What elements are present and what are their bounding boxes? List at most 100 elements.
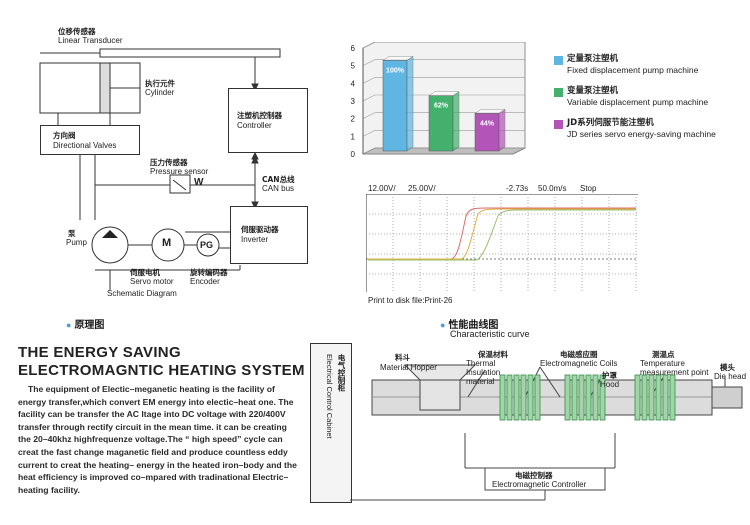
coils-en: Electromagnetic Coils bbox=[540, 359, 618, 368]
heating-coil bbox=[592, 374, 599, 421]
chart-gridline bbox=[362, 130, 376, 137]
section-curve: ●性能曲线图 bbox=[440, 316, 498, 331]
legend-fixed-en: Fixed displacement pump machine bbox=[567, 65, 699, 75]
heating-coil bbox=[599, 374, 606, 421]
directional-valves-box: 方向阀 Directional Valves bbox=[40, 125, 140, 155]
heating-diagram bbox=[350, 364, 743, 501]
linear-transducer-cn: 位移传感器 bbox=[58, 27, 96, 36]
chart-gridline bbox=[362, 77, 376, 84]
schematic-lines bbox=[39, 48, 281, 290]
legend-swatch-variable bbox=[554, 88, 563, 97]
chart-bar-top bbox=[428, 91, 460, 96]
valves-en: Directional Valves bbox=[53, 141, 117, 150]
scope-plot bbox=[366, 194, 638, 292]
servo-cn: 伺服电机 bbox=[130, 268, 160, 277]
legend-variable-en: Variable displacement pump machine bbox=[567, 97, 709, 107]
heating-coil bbox=[634, 374, 641, 421]
legend-swatch-jd bbox=[554, 120, 563, 129]
chart-ytick-label: 6 bbox=[351, 44, 356, 53]
insulation-cn: 保温材料 bbox=[478, 350, 508, 359]
controller-box: 注塑机控制器 Controller bbox=[228, 88, 308, 153]
chart-data-label: 44% bbox=[480, 120, 495, 127]
linear-transducer-en: Linear Transducer bbox=[58, 36, 123, 45]
chart-bar bbox=[474, 113, 500, 152]
canbus-en: CAN bus bbox=[262, 184, 295, 193]
heating-coil bbox=[641, 374, 648, 421]
section-schematic: ●原理图 bbox=[66, 316, 104, 331]
section-curve-en: Characteristic curve bbox=[450, 329, 530, 339]
heating-coil bbox=[585, 374, 592, 421]
hood-cn: 护罩 bbox=[602, 371, 617, 380]
cylinder-en: Cylinder bbox=[145, 88, 175, 97]
die-en: Die head bbox=[714, 372, 747, 381]
servo-en: Servo motor bbox=[130, 277, 174, 286]
legend-fixed-cn: 定量泵注塑机 bbox=[567, 54, 619, 64]
hood-en: Hood bbox=[600, 380, 620, 389]
scope-div: 50.0m/s bbox=[538, 184, 567, 193]
temp-cn: 测温点 bbox=[652, 350, 675, 359]
pressure-en: Pressure sensor bbox=[150, 167, 209, 176]
chart-gridline bbox=[362, 42, 376, 49]
legend-jd-en: JD series servo energy-saving machine bbox=[567, 129, 716, 139]
heating-coil bbox=[669, 374, 676, 421]
section-schematic-cn: 原理图 bbox=[74, 320, 105, 331]
heating-coil bbox=[506, 374, 513, 421]
valves-cn: 方向阀 bbox=[53, 131, 76, 140]
heating-coil bbox=[571, 374, 578, 421]
bullet-icon: ● bbox=[440, 320, 446, 330]
canbus-cn: CAN总线 bbox=[262, 175, 295, 184]
ess-title-line1: THE ENERGY SAVING bbox=[18, 344, 181, 361]
control-cabinet: 电气控制柜 Electrical Control Cabinet bbox=[310, 343, 352, 503]
controller-en: Controller bbox=[237, 121, 272, 130]
chart-gridline bbox=[362, 112, 376, 119]
emc-cn: 电磁控制器 bbox=[515, 471, 553, 480]
chart-ytick-label: 4 bbox=[351, 79, 356, 88]
heating-coil bbox=[564, 374, 571, 421]
die-cn: 模头 bbox=[720, 363, 735, 372]
encoder-en: Encoder bbox=[190, 277, 220, 286]
chart-ytick-label: 5 bbox=[351, 62, 356, 71]
inverter-cn: 伺服驱动器 bbox=[241, 225, 279, 234]
ess-title-line2: ELECTROMAGNTIC HEATING SYSTEM bbox=[18, 362, 305, 379]
heating-coil bbox=[499, 374, 506, 421]
chart-data-label: 100% bbox=[386, 67, 405, 74]
heating-coil bbox=[520, 374, 527, 421]
ess-title: THE ENERGY SAVING ELECTROMAGNTIC HEATING… bbox=[18, 344, 305, 380]
insulation-en: Thermal Insulation material bbox=[466, 359, 501, 386]
scope-mode: Stop bbox=[580, 184, 597, 193]
pg-label: PG bbox=[200, 240, 214, 250]
heating-coil bbox=[527, 374, 534, 421]
chart-ytick-label: 0 bbox=[351, 150, 356, 159]
cabinet-en: Electrical Control Cabinet bbox=[325, 354, 334, 439]
heating-coil bbox=[662, 374, 669, 421]
heating-coil bbox=[534, 374, 541, 421]
heating-coil bbox=[578, 374, 585, 421]
chart-ytick-label: 3 bbox=[351, 97, 356, 106]
bullet-icon: ● bbox=[66, 320, 72, 330]
scope-time: -2.73s bbox=[506, 184, 529, 193]
chart-bar-side bbox=[406, 55, 414, 152]
hopper-en: Material Hopper bbox=[380, 363, 437, 372]
heating-coil bbox=[648, 374, 655, 421]
ess-body: The equipment of Electic–meganetic heati… bbox=[18, 384, 297, 495]
legend-swatch-fixed bbox=[554, 56, 563, 65]
chart-data-label: 62% bbox=[434, 103, 449, 110]
hopper-cn: 料斗 bbox=[395, 353, 410, 362]
encoder-cn: 旋转编码器 bbox=[190, 268, 228, 277]
chart-gridline bbox=[362, 94, 376, 102]
legend-jd-cn: JD系列伺服节能注塑机 bbox=[567, 118, 654, 128]
heating-coil bbox=[513, 374, 520, 421]
chart-ytick-label: 1 bbox=[351, 132, 356, 141]
inverter-box: 伺服驱动器 Inverter bbox=[230, 206, 308, 264]
w-label: W bbox=[194, 177, 204, 188]
pump-cn: 泵 bbox=[68, 229, 76, 238]
chart-bar bbox=[428, 95, 454, 152]
inverter-en: Inverter bbox=[241, 235, 269, 244]
scope-footer: Print to disk file:Print-26 bbox=[368, 296, 453, 305]
chart-gridline bbox=[362, 147, 376, 155]
controller-cn: 注塑机控制器 bbox=[237, 111, 282, 120]
section-curve-cn: 性能曲线图 bbox=[448, 320, 499, 331]
legend-variable-cn: 变量泵注塑机 bbox=[567, 86, 619, 96]
